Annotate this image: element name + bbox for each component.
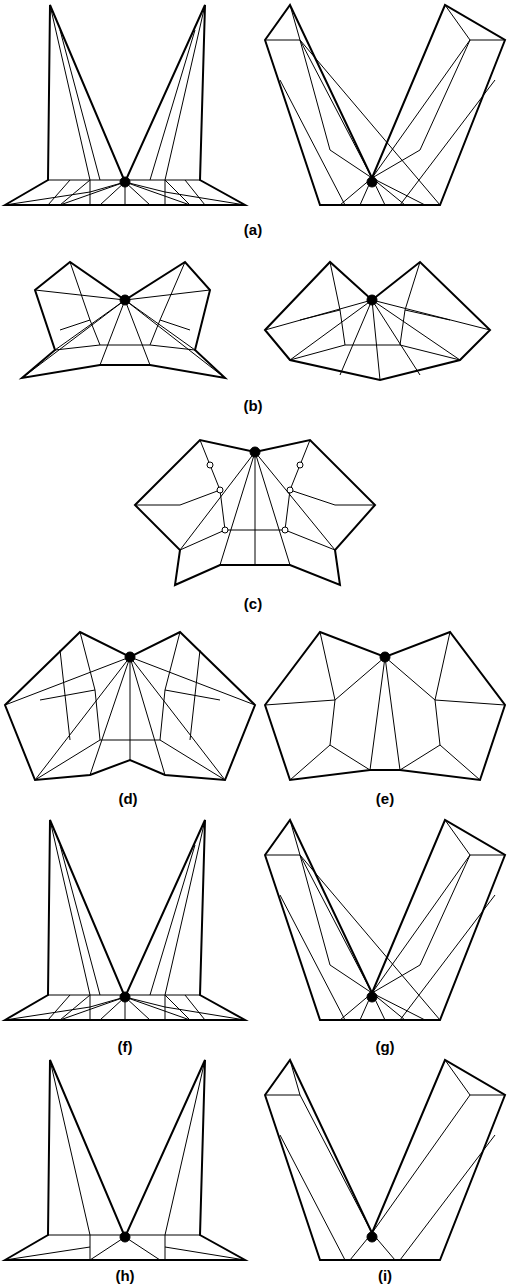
panel-label: (c) bbox=[244, 596, 262, 611]
panel-label: (a) bbox=[244, 222, 262, 237]
panel-label: (f) bbox=[118, 1039, 133, 1054]
panel-label: (e) bbox=[376, 791, 394, 806]
panel-label: (i) bbox=[378, 1268, 392, 1283]
panel-label: (d) bbox=[118, 791, 137, 806]
panel-label: (h) bbox=[115, 1268, 134, 1283]
panel-label: (b) bbox=[243, 398, 262, 413]
panel-label: (g) bbox=[375, 1039, 394, 1054]
